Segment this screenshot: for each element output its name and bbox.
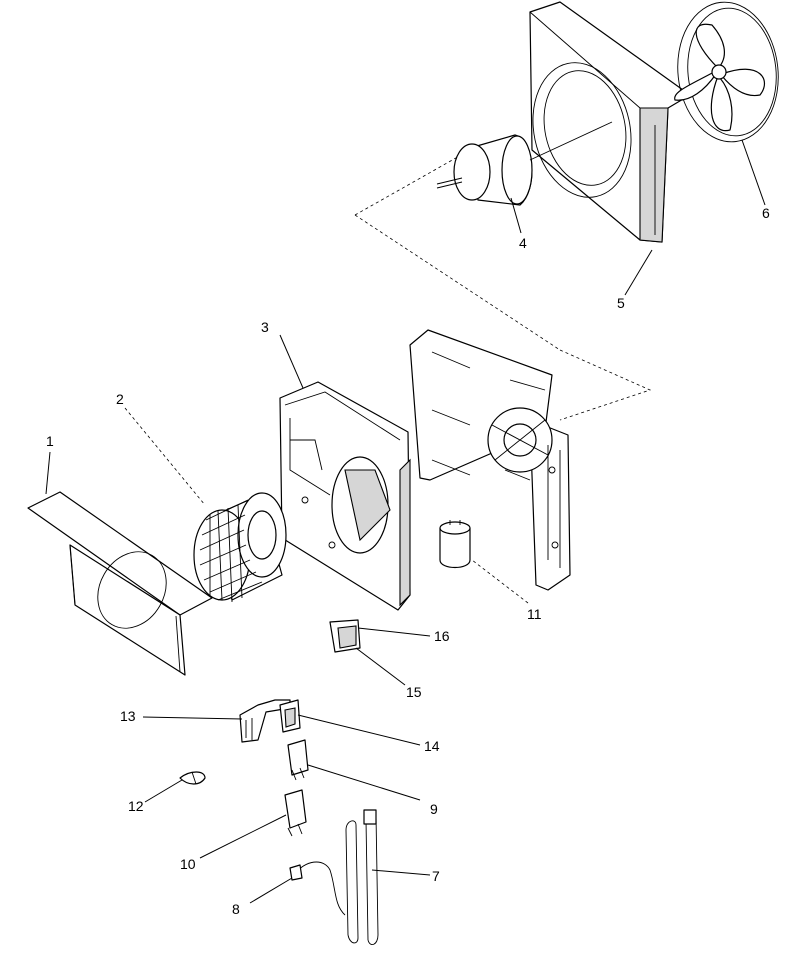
- part-6-fan-blade: [674, 1, 779, 143]
- part-4-fan-motor: [436, 121, 613, 206]
- callout-labels: 1 2 3 4 5 6 7 8 9 10 11 12 13 14 15 16: [46, 205, 770, 917]
- leader-7: [371, 869, 431, 876]
- leader-10: [199, 814, 287, 859]
- callout-10: 10: [180, 856, 196, 872]
- leader-9: [307, 764, 421, 801]
- leader-1: [45, 451, 51, 495]
- part-7-heater-element: [345, 809, 379, 946]
- leader-5: [624, 249, 653, 296]
- part-8-wire-harness: [289, 861, 346, 916]
- callout-14: 14: [424, 738, 440, 754]
- part-11-capacitor: [439, 520, 471, 569]
- callout-5: 5: [617, 295, 625, 311]
- part-14-clamp: [279, 699, 301, 733]
- part-15-16-clip: [329, 619, 361, 653]
- callout-11: 11: [527, 606, 542, 622]
- callout-3: 3: [261, 319, 269, 335]
- callout-4: 4: [519, 235, 527, 251]
- part-9-switch: [287, 739, 309, 781]
- leader-16: [357, 627, 431, 637]
- leader-3: [279, 334, 304, 389]
- leader-15: [355, 647, 406, 686]
- callout-13: 13: [120, 708, 136, 724]
- leader-14: [297, 714, 421, 746]
- part-5-shroud-panel: [529, 1, 691, 243]
- callout-6: 6: [762, 205, 770, 221]
- leader-13: [142, 716, 243, 720]
- part-2-blower-wheel: [193, 492, 287, 603]
- leader-8: [249, 877, 293, 904]
- leader-6: [741, 139, 766, 206]
- part-1-front-panel: [27, 491, 213, 676]
- callout-1: 1: [46, 433, 54, 449]
- callout-16: 16: [434, 628, 450, 644]
- part-3-blower-housing: [279, 381, 411, 611]
- leader-4: [510, 197, 522, 234]
- callout-2: 2: [116, 391, 124, 407]
- callout-9: 9: [430, 801, 438, 817]
- part-10-thermostat: [284, 789, 307, 837]
- motor-mount-bracket: [409, 329, 571, 591]
- callout-12: 12: [128, 798, 144, 814]
- callout-15: 15: [406, 684, 422, 700]
- leader-lines: [45, 139, 766, 904]
- leader-11: [471, 559, 529, 604]
- assembly-dashed-lines: [354, 109, 652, 421]
- callout-8: 8: [232, 901, 240, 917]
- leader-12: [144, 779, 183, 803]
- part-12-screw: [179, 771, 206, 785]
- leader-2: [124, 407, 206, 506]
- callout-7: 7: [432, 868, 440, 884]
